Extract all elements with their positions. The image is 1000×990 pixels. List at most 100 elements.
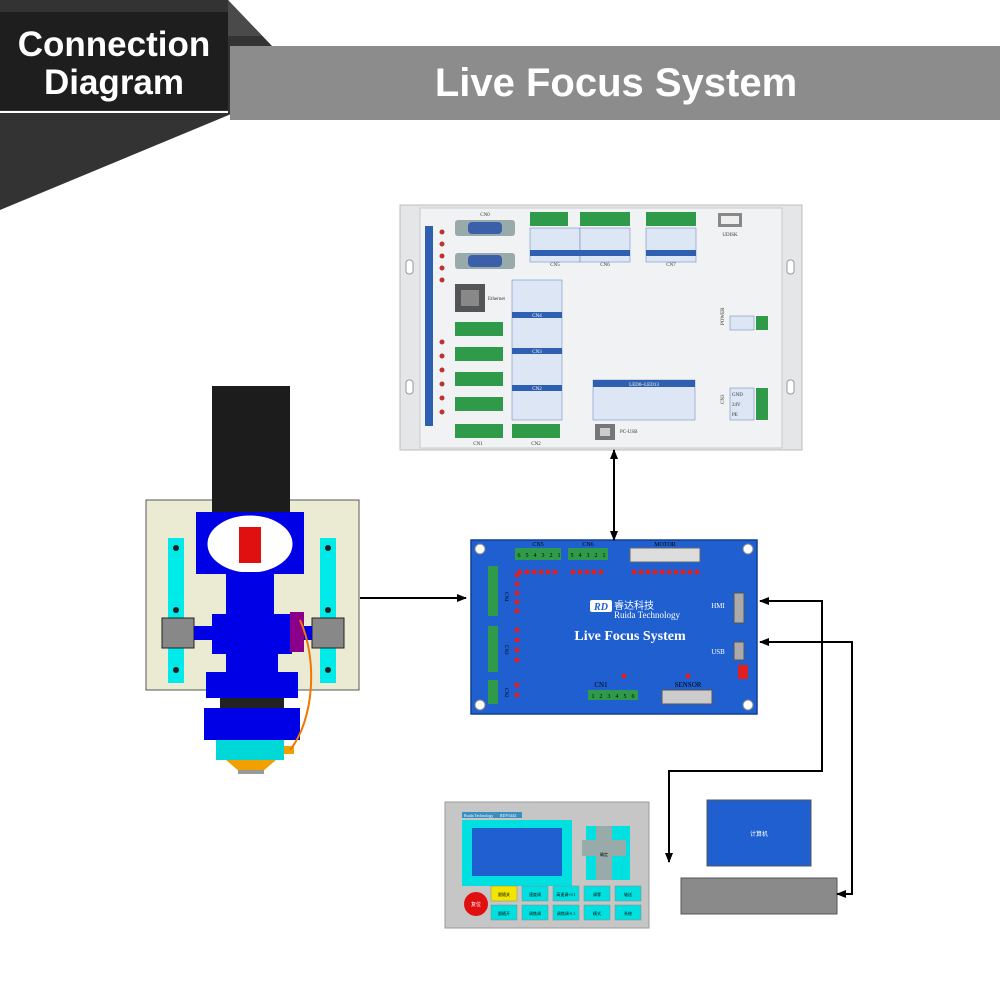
panel-key (521, 904, 549, 921)
link-usb-computer (759, 638, 853, 898)
label-pc-usb: PC-USB (620, 430, 638, 435)
led (545, 569, 551, 575)
label-led: LED0~LED13 (629, 383, 659, 388)
pin-label: 6 (518, 553, 521, 559)
pin-label: 5 (571, 553, 574, 559)
lf-brand-cn: 睿达科技 (614, 599, 654, 612)
led (645, 569, 651, 575)
lf-sensor: SENSOR (675, 681, 702, 689)
led (538, 569, 544, 575)
led (514, 682, 520, 688)
db9-port-1 (455, 220, 515, 236)
pin-label: 1 (558, 553, 561, 559)
label-power: POWER (721, 307, 726, 325)
label-udisk: UDISK (722, 233, 738, 238)
led (514, 692, 520, 698)
lf-brand-en: Ruida Technology (614, 610, 680, 620)
led (514, 657, 520, 663)
panel-key-label: 系统 (624, 910, 632, 916)
pin-label: 6 (632, 694, 635, 700)
panel-key (614, 904, 642, 921)
lf-cn6: CN6 (582, 542, 593, 548)
label-gnd: GND (732, 393, 743, 398)
led (514, 608, 520, 614)
diagram-tag-line-1: Connection (17, 25, 211, 64)
panel-reset-button (464, 892, 488, 916)
led (577, 569, 583, 575)
computer-label: 计算机 (750, 830, 768, 838)
label-24v: 24V (732, 403, 741, 408)
panel-key (521, 885, 549, 902)
lf-top-leds (517, 569, 700, 575)
panel-brand: Ruida Technology (464, 813, 493, 818)
panel-center: 确定 (600, 851, 608, 857)
panel-key-label: 跟随关 (498, 891, 510, 897)
panel-screen (472, 828, 562, 876)
led (514, 637, 520, 643)
controller-leds (439, 229, 445, 415)
db9-port-2 (455, 253, 515, 269)
panel-key-label: 调零 (593, 891, 601, 897)
label-cn2b: CN2 (531, 442, 541, 447)
pin-label: 1 (592, 694, 595, 700)
connections (360, 449, 853, 898)
panel-key-label: 调焦调 (529, 910, 541, 916)
led (514, 599, 520, 605)
pin-label: 4 (579, 553, 582, 559)
lf-motor: MOTOR (654, 542, 676, 548)
panel-key-label: 速度调 (529, 891, 541, 897)
panel-key (614, 885, 642, 902)
rd-logo-text: RD (593, 602, 608, 613)
lf-side-cn4: CN4 (503, 592, 508, 602)
led (514, 627, 520, 633)
panel-key-label: 模式 (593, 910, 601, 916)
computer-base (680, 877, 838, 915)
led (584, 569, 590, 575)
lf-hmi: HMI (711, 602, 725, 610)
label-cn3: CN3 (532, 350, 542, 355)
top-terminal-blocks (530, 212, 696, 226)
panel-key-label: 调焦调-0.1 (557, 910, 575, 916)
header-fold (228, 0, 262, 36)
panel-key (583, 904, 611, 921)
led (514, 647, 520, 653)
lf-side-cn2: CN2 (503, 688, 508, 698)
panel-key (490, 885, 518, 902)
header-graphics (0, 0, 1000, 210)
led (694, 569, 700, 575)
laser-head (145, 386, 360, 774)
panel-key (583, 885, 611, 902)
led (514, 581, 520, 587)
panel-reset: 复位 (471, 901, 481, 908)
tag-box (0, 12, 228, 110)
pin-label: 3 (608, 694, 611, 700)
pin-label: 3 (587, 553, 590, 559)
led (570, 569, 576, 575)
left-terminal-blocks (455, 322, 560, 438)
pin-label: 2 (600, 694, 603, 700)
label-cn2: CN2 (532, 387, 542, 392)
label-cn7: CN7 (666, 263, 676, 268)
panel-key-label: 高速调+0.1 (556, 891, 575, 897)
led (552, 569, 558, 575)
pin-label: 4 (616, 694, 619, 700)
pin-label: 5 (526, 553, 529, 559)
pin-label: 2 (550, 553, 553, 559)
label-cn4: CN4 (532, 314, 542, 319)
panel-model: RDV6442 (500, 813, 516, 818)
pin-label: 1 (603, 553, 606, 559)
title-bar (230, 46, 1000, 120)
pin-label: 5 (624, 694, 627, 700)
led (666, 569, 672, 575)
main-controller: CN0 Ethernet CN1 CN2 (399, 204, 803, 451)
diagram-tag-line-2: Diagram (43, 63, 185, 102)
led (673, 569, 679, 575)
page-title: Live Focus System (434, 61, 798, 105)
laser-tube (212, 386, 290, 516)
pin-label: 3 (542, 553, 545, 559)
lf-cn1: CN1 (594, 681, 608, 689)
